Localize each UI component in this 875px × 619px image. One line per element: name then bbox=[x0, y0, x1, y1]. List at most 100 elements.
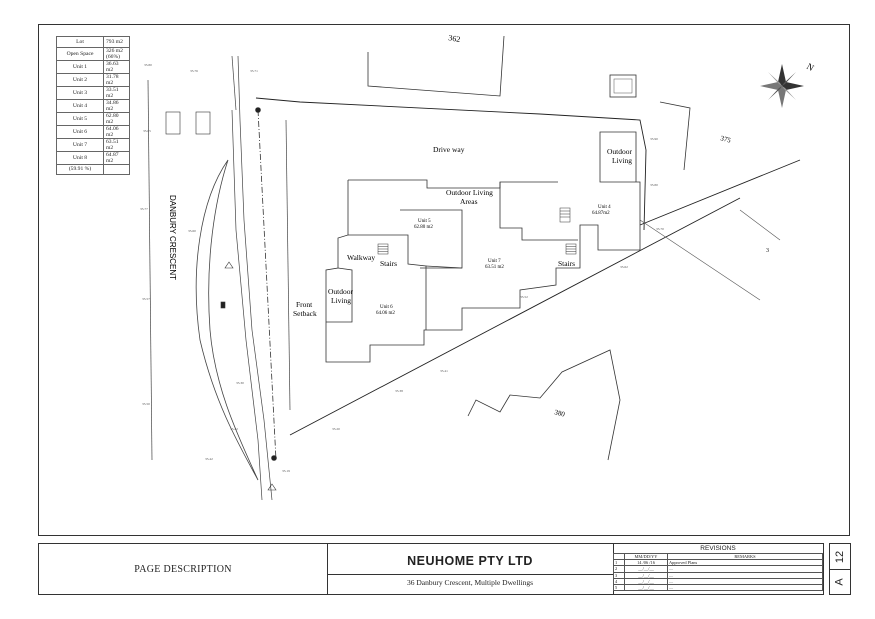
lot-table-label: (59.91 %) bbox=[56, 163, 104, 176]
unit-6-name: Unit 6 bbox=[380, 305, 393, 310]
site-plan: 362 375 3 380 bbox=[140, 33, 816, 501]
unit-6-area: 64.06 m2 bbox=[376, 311, 395, 316]
lot-table-value: 64.06 m2 bbox=[103, 124, 130, 139]
svg-text:35.76: 35.76 bbox=[190, 69, 198, 73]
lot-table-value bbox=[103, 163, 130, 176]
lot-table-label: Unit 7 bbox=[56, 137, 104, 152]
svg-text:35.65: 35.65 bbox=[143, 129, 151, 133]
lot-table-value: 63.51 m2 bbox=[103, 137, 130, 152]
lot-table-label: Open Space bbox=[56, 46, 104, 61]
svg-text:35.20: 35.20 bbox=[332, 427, 340, 431]
rev-date: __/__/__ bbox=[624, 583, 668, 592]
lot-table-label: Unit 5 bbox=[56, 111, 104, 126]
unit-5-area: 62.80 m2 bbox=[414, 225, 433, 230]
rev-no: 5 bbox=[613, 583, 625, 592]
north-label: N bbox=[805, 61, 816, 73]
outdoor-living-left-line2: Living bbox=[331, 296, 351, 305]
stairs-label-left: Stairs bbox=[380, 259, 397, 268]
lot-table-value: 34.86 m2 bbox=[103, 98, 130, 113]
unit-4-name: Unit 4 bbox=[598, 205, 611, 210]
svg-text:35.71: 35.71 bbox=[250, 69, 258, 73]
svg-text:35.22: 35.22 bbox=[230, 427, 238, 431]
lot-table-value: 36.63 m2 bbox=[103, 59, 130, 74]
sheet-letter: A bbox=[834, 577, 846, 586]
svg-text:35.19: 35.19 bbox=[282, 469, 290, 473]
unit-7-area: 63.51 m2 bbox=[485, 265, 504, 270]
street-lines bbox=[147, 55, 291, 501]
svg-text:35.41: 35.41 bbox=[440, 369, 448, 373]
svg-text:35.38: 35.38 bbox=[395, 389, 403, 393]
driveway-label: Drive way bbox=[433, 145, 465, 154]
lot-362-label: 362 bbox=[448, 33, 461, 44]
building-footprint bbox=[325, 131, 641, 363]
outdoor-living-right-line2: Living bbox=[612, 156, 632, 165]
unit-5-name: Unit 5 bbox=[418, 219, 431, 224]
front-setback-line2: Setback bbox=[293, 309, 317, 318]
svg-text:35.80: 35.80 bbox=[144, 63, 152, 67]
svg-text:35.77: 35.77 bbox=[140, 207, 148, 211]
lot-380-label: 380 bbox=[553, 408, 566, 419]
svg-text:35.70: 35.70 bbox=[656, 227, 664, 231]
unit-4-area: 64.87m2 bbox=[592, 211, 610, 216]
svg-text:35.80: 35.80 bbox=[650, 183, 658, 187]
revisions-table: MM/DD/YY REMARKS 1 14 /06 /16 Approved P… bbox=[613, 552, 823, 592]
lot-table-label: Unit 3 bbox=[56, 85, 104, 100]
revisions-title: REVISIONS bbox=[700, 545, 736, 552]
page-description: PAGE DESCRIPTION bbox=[39, 544, 328, 594]
lot-375-label: 375 bbox=[719, 134, 732, 145]
lot-table-value: 793 m2 bbox=[103, 36, 130, 48]
lot-table-label: Unit 6 bbox=[56, 124, 104, 139]
lot-table-value: 33.51 m2 bbox=[103, 85, 130, 100]
project-name: 36 Danbury Crescent, Multiple Dwellings bbox=[406, 578, 534, 587]
lot-table-value: 31.78 m2 bbox=[103, 72, 130, 87]
title-block: PAGE DESCRIPTION NEUHOME PTY LTD 36 Danb… bbox=[38, 543, 824, 595]
easement-line bbox=[257, 109, 277, 461]
lot-table-value: 64.87 m2 bbox=[103, 150, 130, 165]
neighbour-lot-375 bbox=[659, 101, 691, 171]
street-name: DANBURY CRESCENT bbox=[168, 195, 177, 280]
svg-text:35.52: 35.52 bbox=[520, 295, 528, 299]
outdoor-living-right-line1: Outdoor bbox=[607, 147, 633, 156]
trees bbox=[165, 107, 277, 491]
lot-table-value: 326 m2 (66%) bbox=[103, 46, 130, 61]
stairs-symbol bbox=[377, 207, 577, 255]
sheet-number: 12 bbox=[834, 550, 846, 563]
outdoor-living-areas-line2: Areas bbox=[460, 197, 478, 206]
svg-text:35.90: 35.90 bbox=[650, 137, 658, 141]
lot-table-label: Unit 2 bbox=[56, 72, 104, 87]
svg-text:35.30: 35.30 bbox=[236, 381, 244, 385]
outdoor-living-left-line1: Outdoor bbox=[328, 287, 354, 296]
lot-table-value: 62.80 m2 bbox=[103, 111, 130, 126]
neighbour-lot-380 bbox=[467, 349, 621, 461]
svg-text:35.50: 35.50 bbox=[142, 402, 150, 406]
company-name: NEUHOME PTY LTD bbox=[327, 548, 613, 575]
revisions-block: REVISIONS MM/DD/YY REMARKS 1 14 /06 /16 … bbox=[613, 544, 823, 594]
property-boundary bbox=[255, 97, 801, 436]
front-setback-line1: Front bbox=[296, 300, 313, 309]
svg-text:35.62: 35.62 bbox=[620, 265, 628, 269]
drawing-frame bbox=[38, 24, 850, 536]
neighbour-lot-362 bbox=[367, 35, 505, 97]
stairs-label-right: Stairs bbox=[558, 259, 575, 268]
outdoor-living-areas-line1: Outdoor Living bbox=[446, 188, 493, 197]
road-median bbox=[195, 159, 259, 481]
svg-text:35.60: 35.60 bbox=[188, 229, 196, 233]
lot-table-label: Unit 8 bbox=[56, 150, 104, 165]
sheet-id-box: 12 A bbox=[829, 543, 851, 595]
lot-3-label: 3 bbox=[766, 248, 769, 254]
unit-7-name: Unit 7 bbox=[488, 259, 501, 264]
shed bbox=[609, 74, 637, 98]
rev-remarks: .... bbox=[667, 583, 823, 592]
